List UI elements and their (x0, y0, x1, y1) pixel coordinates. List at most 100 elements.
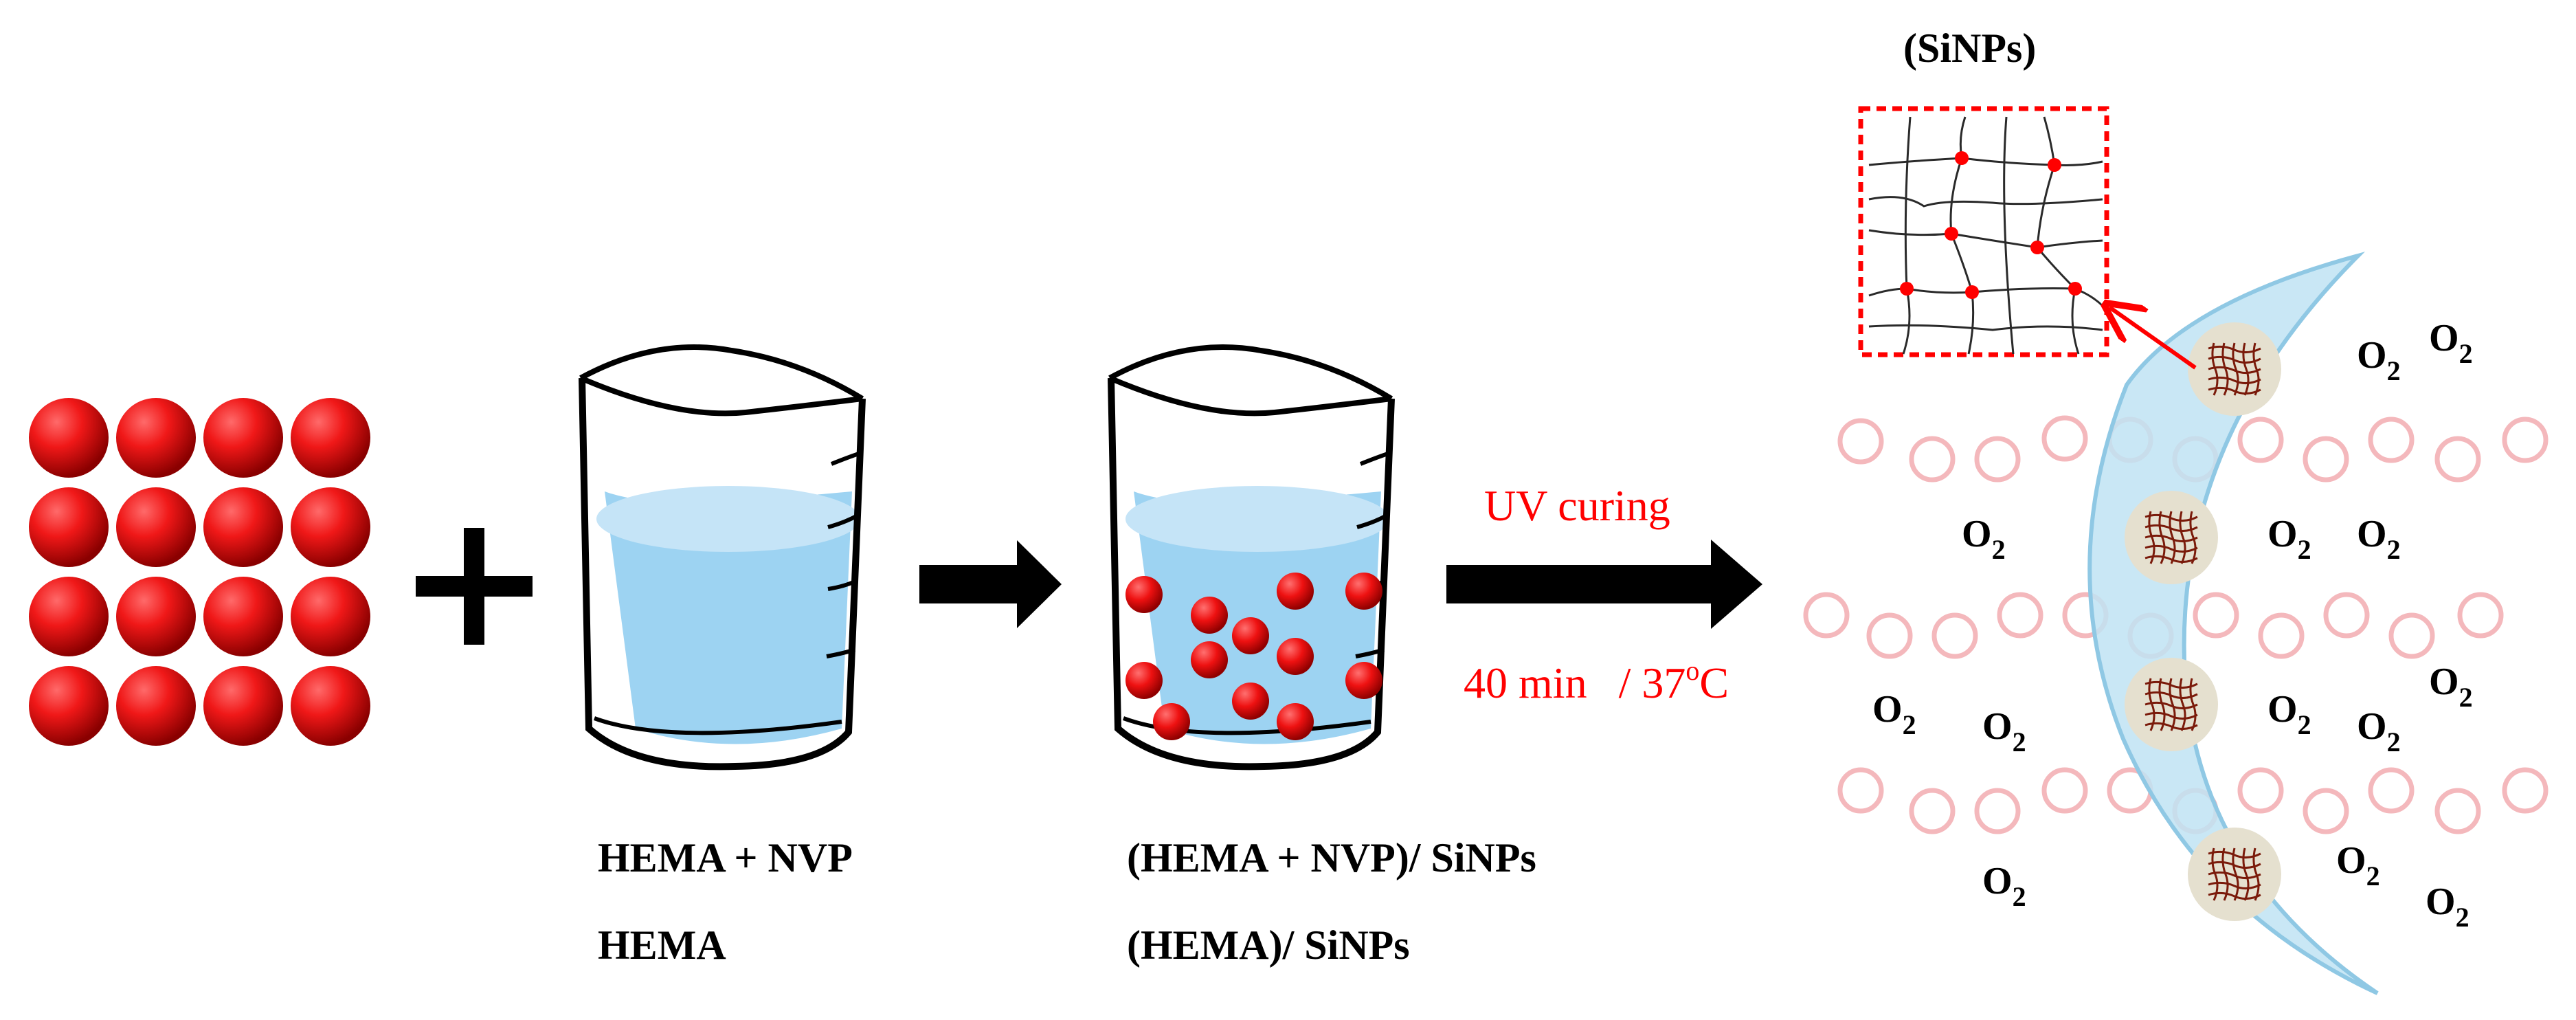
membrane-ring (2502, 767, 2549, 814)
membrane-ring (1803, 592, 1850, 639)
beaker-particles (1125, 573, 1382, 740)
membrane-ring (1837, 767, 1884, 814)
membrane-ring (2041, 415, 2088, 462)
nanoparticle (116, 398, 196, 478)
process-arrow-icon (1446, 540, 1762, 629)
membrane-ring (1974, 788, 2021, 834)
membrane-ring (2457, 592, 2504, 639)
crosslink-node (1900, 282, 1914, 296)
nanoparticle (116, 577, 196, 656)
crosslink-node (2068, 282, 2082, 296)
dispersed-nanoparticle (1191, 597, 1228, 634)
membrane-ring (2368, 767, 2415, 814)
beaker-icon-hema (579, 344, 866, 770)
dispersed-nanoparticle (1125, 662, 1163, 699)
oxygen-label: O2 (2429, 317, 2473, 369)
membrane-ring (2434, 788, 2481, 834)
membrane-ring (2368, 417, 2415, 463)
membrane-ring (1931, 612, 1978, 659)
oxygen-label: O2 (2267, 513, 2311, 565)
right-arrow-icon (919, 540, 1062, 628)
dispersed-nanoparticle (1277, 703, 1314, 740)
crosslink-node (1965, 285, 1979, 299)
nanoparticle (291, 398, 370, 478)
membrane-ring (2193, 592, 2239, 639)
membrane-ring (1909, 788, 1956, 834)
label-hema-sinps: (HEMA)/ SiNPs (1127, 922, 1410, 968)
oxygen-label: O2 (2357, 334, 2401, 386)
membrane-ring (2502, 417, 2549, 463)
nanoparticle (29, 487, 109, 567)
dispersed-nanoparticle (1232, 617, 1269, 654)
nanoparticle (203, 577, 283, 656)
polymer-chain (1868, 229, 2103, 249)
dispersed-nanoparticle (1153, 703, 1190, 740)
crosslink-node (1955, 151, 1969, 165)
membrane-ring (1866, 612, 1913, 659)
membrane-ring (2041, 767, 2088, 814)
process-conditions: 40 min / 37oC (1464, 655, 1729, 707)
crosslink-node (2048, 158, 2061, 172)
embedded-sinp-node (2188, 322, 2281, 416)
dispersed-nanoparticle (1191, 641, 1228, 678)
nanoparticle (291, 666, 370, 746)
polymer-chain (1868, 324, 2103, 331)
dispersed-nanoparticle (1345, 662, 1382, 699)
nanoparticle (116, 487, 196, 567)
oxygen-label: O2 (2429, 661, 2473, 713)
dispersed-nanoparticle (1125, 576, 1163, 613)
sinps-title: (SiNPs) (1903, 25, 2036, 71)
label-hema-nvp: HEMA + NVP (598, 835, 853, 880)
oxygen-label: O2 (2426, 880, 2469, 933)
membrane-ring (2237, 767, 2284, 814)
crosslink-node (1945, 227, 1958, 241)
nanoparticle (203, 398, 283, 478)
dispersed-nanoparticle (1232, 683, 1269, 720)
membrane-ring (2323, 592, 2370, 639)
polymer-chain (1868, 196, 2103, 208)
label-hema-nvp-sinps: (HEMA + NVP)/ SiNPs (1127, 835, 1536, 880)
process-uv-curing: UV curing (1484, 481, 1670, 530)
dispersed-nanoparticle (1345, 573, 1382, 610)
polymer-chain (2036, 116, 2080, 355)
beaker-icon-composite (1108, 344, 1395, 770)
dispersed-nanoparticle (1277, 573, 1314, 610)
dispersed-nanoparticle (1277, 638, 1314, 675)
zoom-inset-frame (1858, 106, 2109, 357)
zoom-pointer-arrow (2109, 307, 2197, 370)
membrane-ring (2303, 436, 2349, 483)
membrane-ring (2303, 788, 2349, 834)
oxygen-label: O2 (2357, 513, 2401, 565)
nanoparticle (203, 666, 283, 746)
membrane-ring (2258, 612, 2305, 659)
oxygen-label: O2 (1962, 513, 2006, 565)
oxygen-label: O2 (1982, 860, 2026, 912)
label-hema: HEMA (598, 922, 726, 968)
polymer-chain (2003, 116, 2015, 355)
oxygen-label: O2 (1872, 688, 1916, 740)
membrane-ring (1909, 436, 1956, 483)
membrane-ring (1837, 418, 1884, 465)
plus-icon (416, 528, 533, 645)
nanoparticle (29, 666, 109, 746)
oxygen-label: O2 (1982, 705, 2026, 757)
nanoparticle-grid-icon (29, 398, 370, 746)
polymer-chain (1902, 116, 1912, 355)
membrane-ring (2237, 417, 2284, 463)
nanoparticle (29, 398, 109, 478)
embedded-sinp-node (2125, 658, 2218, 751)
membrane-ring (1997, 592, 2043, 639)
lens-embedded-particles (2125, 322, 2281, 921)
crosslink-node (2030, 241, 2044, 254)
polymer-chain (1868, 157, 2103, 166)
nanoparticle (291, 487, 370, 567)
membrane-ring (1974, 436, 2021, 483)
membrane-ring (2434, 436, 2481, 483)
mesh-network-icon (1868, 116, 2104, 355)
embedded-sinp-node (2188, 828, 2281, 921)
nanoparticle (29, 577, 109, 656)
oxygen-label: O2 (2336, 839, 2380, 891)
membrane-ring (2388, 612, 2435, 659)
